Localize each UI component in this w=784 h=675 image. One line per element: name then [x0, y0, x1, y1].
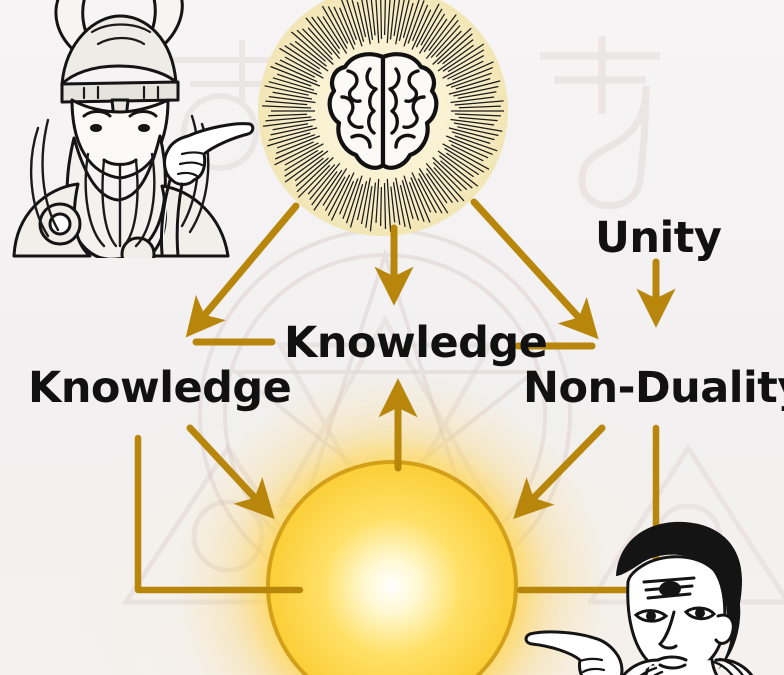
- label-knowledge-left: Knowledge: [28, 363, 292, 413]
- sage-figure: [524, 521, 754, 675]
- edge-brain-to-knowledge-left: [185, 202, 300, 346]
- label-unity: Unity: [595, 213, 722, 263]
- radiant-brain-node: [258, 0, 508, 236]
- edge-brain-to-non-duality: [470, 198, 599, 350]
- edge-knowledge-left-bracket: [134, 434, 304, 594]
- bindi-mark: [659, 580, 681, 598]
- label-non-duality: Non-Duality: [523, 363, 784, 413]
- alchemical-symbol-watermark-right: [520, 18, 710, 228]
- brain-icon: [327, 52, 439, 170]
- viking-figure: [12, 0, 255, 258]
- edge-knowledge-left-to-sun: [186, 424, 275, 520]
- edge-non-duality-to-sun: [513, 424, 606, 520]
- brain-ray-lines: [262, 0, 504, 232]
- sun-disc: [266, 460, 518, 675]
- label-knowledge-center: Knowledge: [284, 318, 548, 368]
